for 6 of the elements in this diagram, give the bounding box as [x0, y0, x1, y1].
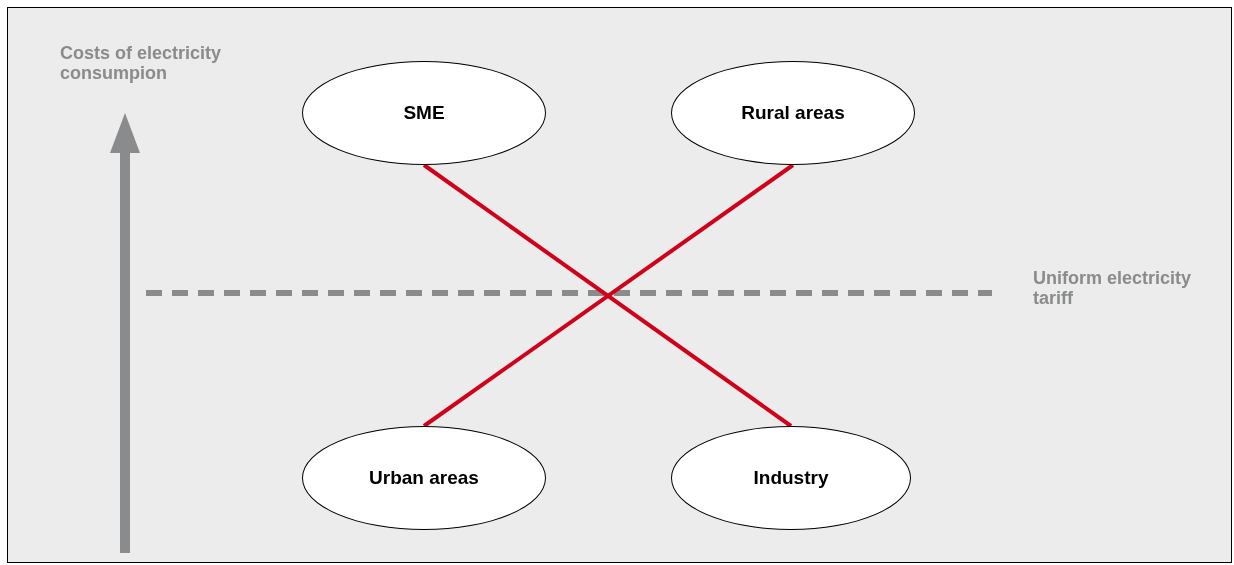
- axis-label: Costs of electricity consumpion: [60, 43, 223, 83]
- node-label: SME: [403, 102, 445, 124]
- node-label: Rural areas: [741, 102, 845, 124]
- node-label: Industry: [753, 467, 829, 489]
- node-label: Urban areas: [369, 467, 479, 489]
- axis-label: Uniform electricity tariff: [1033, 268, 1193, 308]
